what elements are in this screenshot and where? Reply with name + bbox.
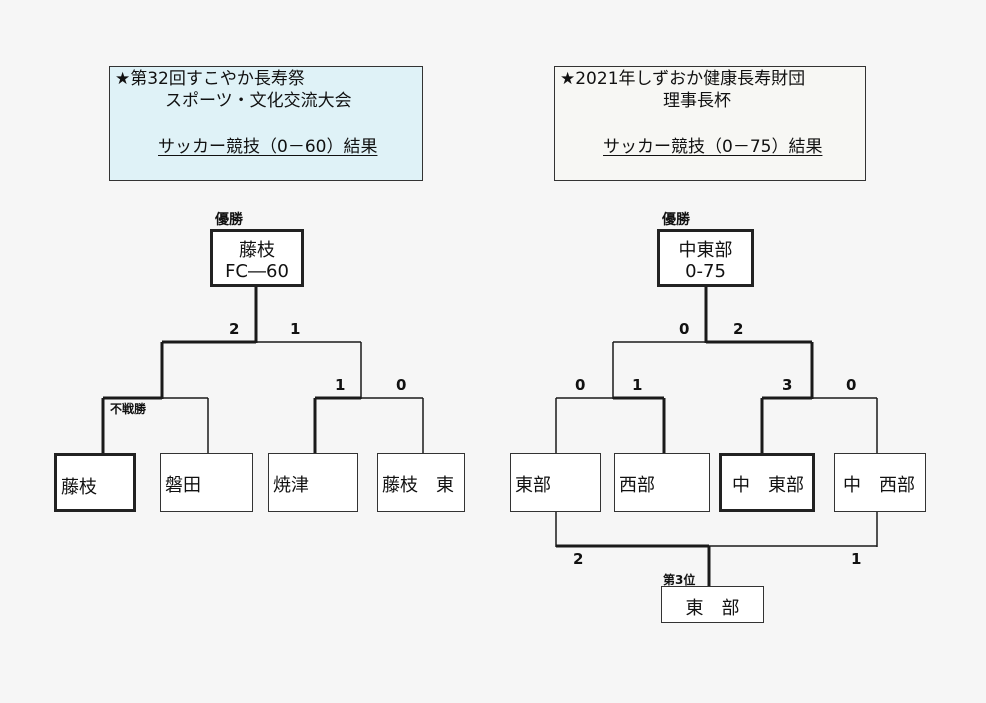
right-team-1: 東部 xyxy=(510,453,601,512)
left-winner-team: FC―60 xyxy=(225,261,289,282)
right-team-3-name: 中 東部 xyxy=(732,475,804,496)
left-score-semi-right-left: 1 xyxy=(335,376,346,394)
right-winner-team: 0-75 xyxy=(685,261,726,282)
left-title-line2: スポーツ・文化交流大会 xyxy=(165,91,352,111)
right-score-third-left: 2 xyxy=(573,550,584,568)
left-score-semi-right-right: 0 xyxy=(396,376,407,394)
right-title-box: ★2021年しずおか健康長寿財団 理事長杯 サッカー競技（0－75）結果 xyxy=(554,66,866,181)
right-score-semi-right-left: 3 xyxy=(782,376,793,394)
right-score-final-right: 2 xyxy=(733,320,744,338)
right-score-semi-left-right: 1 xyxy=(632,376,643,394)
left-forfeit-note: 不戦勝 xyxy=(110,402,147,416)
left-title-line1: ★第32回すこやか長寿祭 xyxy=(115,69,305,89)
left-team-3: 焼津 xyxy=(268,453,358,512)
right-winner-label: 優勝 xyxy=(662,212,690,228)
left-team-2: 磐田 xyxy=(160,453,253,512)
right-team-2-name: 西部 xyxy=(619,475,655,496)
left-team-4-name: 藤枝 東 xyxy=(382,475,454,496)
right-score-final-left: 0 xyxy=(679,320,690,338)
left-winner-label: 優勝 xyxy=(215,212,243,228)
right-team-3: 中 東部 xyxy=(719,453,815,512)
left-title-line3: サッカー競技（0－60）結果 xyxy=(158,137,378,157)
left-title-box: ★第32回すこやか長寿祭 スポーツ・文化交流大会 サッカー競技（0－60）結果 xyxy=(109,66,423,181)
left-team-1: 藤枝 xyxy=(54,453,136,512)
right-title-line1: ★2021年しずおか健康長寿財団 xyxy=(560,69,806,89)
left-score-final-right: 1 xyxy=(290,320,301,338)
right-winner-name: 中東部 xyxy=(678,240,733,261)
third-place-team: 東 部 xyxy=(685,598,740,619)
left-team-3-name: 焼津 xyxy=(273,475,309,496)
right-title-line3: サッカー競技（0－75）結果 xyxy=(603,137,823,157)
right-winner-box: 中東部 0-75 xyxy=(657,229,754,287)
right-team-4-name: 中 西部 xyxy=(843,475,915,496)
left-team-2-name: 磐田 xyxy=(165,475,201,496)
right-title-line2: 理事長杯 xyxy=(663,91,731,111)
left-winner-name: 藤枝 xyxy=(239,240,275,261)
third-place-label: 第3位 xyxy=(663,573,696,587)
right-score-third-right: 1 xyxy=(851,550,862,568)
left-team-1-name: 藤枝 xyxy=(61,477,97,498)
right-team-2: 西部 xyxy=(614,453,710,512)
right-score-semi-right-right: 0 xyxy=(846,376,857,394)
right-team-1-name: 東部 xyxy=(515,475,551,496)
left-team-4: 藤枝 東 xyxy=(377,453,465,512)
left-winner-box: 藤枝 FC―60 xyxy=(210,229,304,287)
right-score-semi-left-left: 0 xyxy=(575,376,586,394)
right-team-4: 中 西部 xyxy=(834,453,926,512)
third-place-box: 東 部 xyxy=(661,586,764,623)
left-score-final-left: 2 xyxy=(229,320,240,338)
